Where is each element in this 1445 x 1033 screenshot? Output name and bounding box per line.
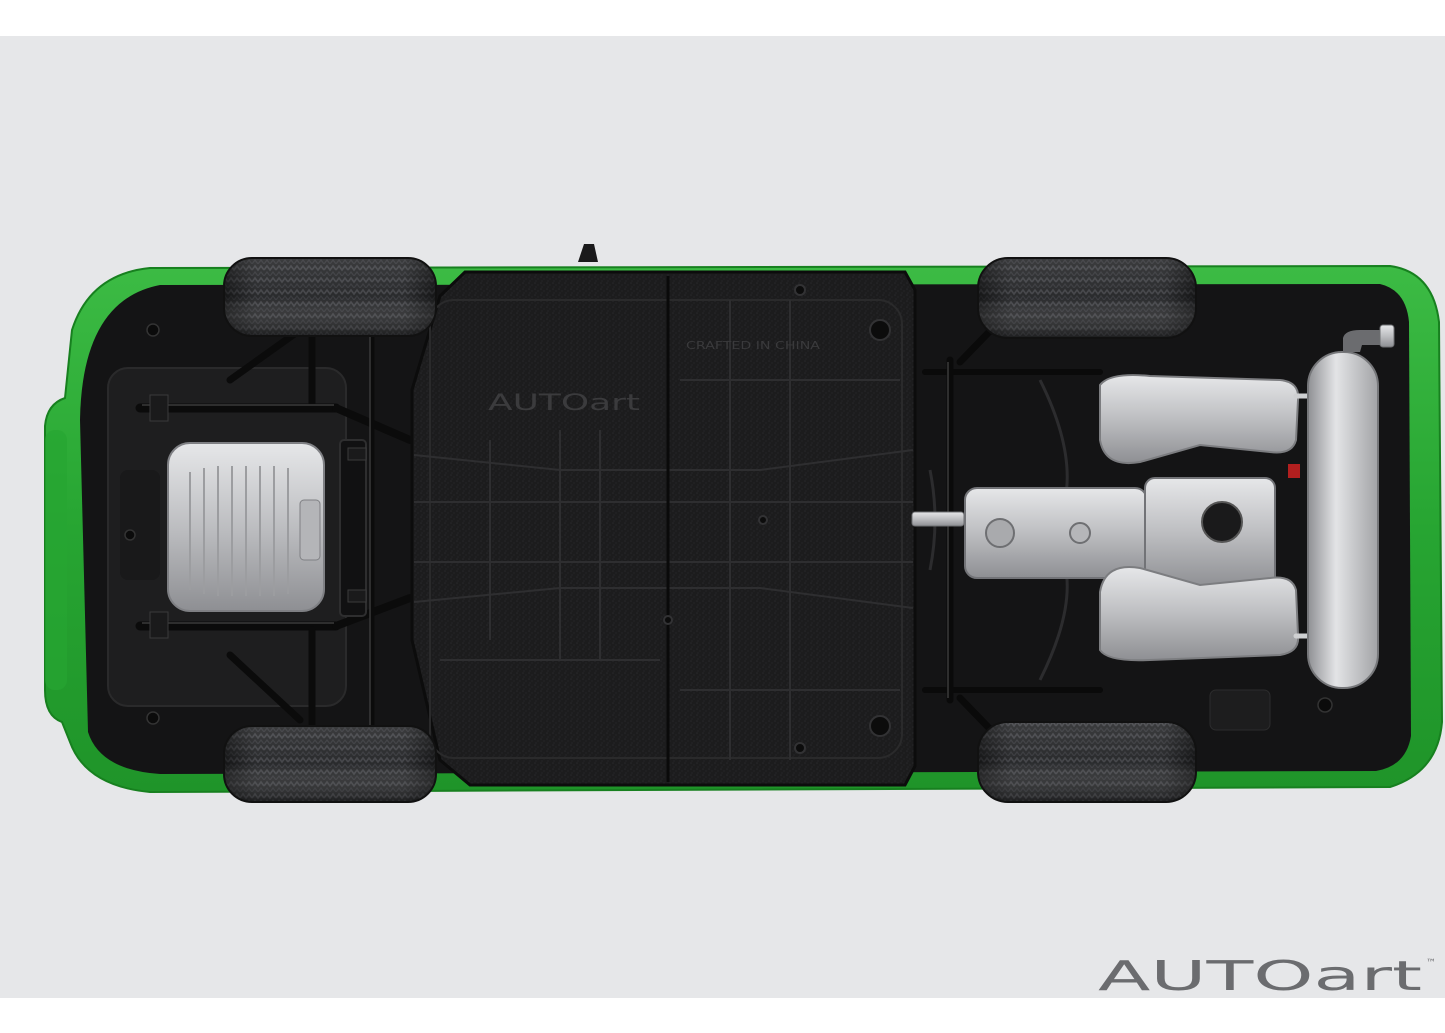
baseplate-panel [410,270,917,787]
gearbox-boss [1069,522,1091,544]
tire-outline [223,725,437,803]
muffler [1307,351,1379,689]
tire-front-top [223,257,437,337]
front-suspension-highlights [142,300,371,770]
fuel-tank [167,442,325,612]
rack-knob [347,589,367,603]
red-component [1288,464,1300,478]
tailpipe [1343,330,1390,352]
screw-hole [794,742,806,754]
tire-outline [223,257,437,337]
fuel-tank-ribs [189,466,289,596]
baseplate-brand-emboss: AUTOart [488,391,641,416]
tires [223,257,1197,803]
steering-rack [339,439,367,617]
rack-knob [347,447,367,461]
model-car-underside: AUTOart CRAFTED IN CHINA [44,244,1444,803]
screw-hole [869,715,891,737]
tailpipe-tip [1379,324,1395,348]
front-suspension [135,295,414,775]
oil-filter [1201,501,1243,543]
body-plug [1317,697,1333,713]
mount-bracket [149,611,169,639]
engine [964,324,1395,689]
baseplate-raised-panel [429,299,903,759]
body-plug [146,323,160,337]
steering-rack-knobs [149,394,367,639]
control-arm [226,651,304,724]
gearbox-boss [985,518,1015,548]
fuel-tank-bracket [299,499,321,561]
tire-front-bottom [223,725,437,803]
tire-outline [977,257,1197,339]
front-trunk-recess [120,470,160,580]
trademark-symbol: ™ [1426,958,1436,969]
threaded-rod [911,511,965,527]
baseplate: AUTOart CRAFTED IN CHINA [410,270,917,787]
brand-logo-text: AUTOart [1098,952,1422,1000]
rear-valance-panel [1209,689,1271,731]
brand-watermark: AUTOart ™ [1098,952,1436,1000]
tire-outline [977,721,1197,803]
body-plug [124,529,136,541]
screw-hole [869,319,891,341]
control-arm [226,326,304,384]
screw-hole [794,284,806,296]
baseplate-screws [663,284,891,754]
side-mirror [578,244,598,262]
tunnel-edge [413,587,914,609]
baseplate-ribs [413,300,914,760]
front-section [107,295,453,775]
rear-section [911,296,1395,764]
body-plug [146,711,160,725]
screw-hole [758,515,768,525]
tunnel-edge [413,449,914,471]
heat-exchanger-bottom [1099,566,1300,662]
baseplate-origin-emboss: CRAFTED IN CHINA [686,340,821,352]
heat-exchanger-top [1099,374,1300,464]
screw-hole [663,615,673,625]
mount-bracket [149,394,169,422]
tire-rear-bottom [977,721,1197,803]
tire-rear-top [977,257,1197,339]
front-bumper-lip [45,430,67,690]
